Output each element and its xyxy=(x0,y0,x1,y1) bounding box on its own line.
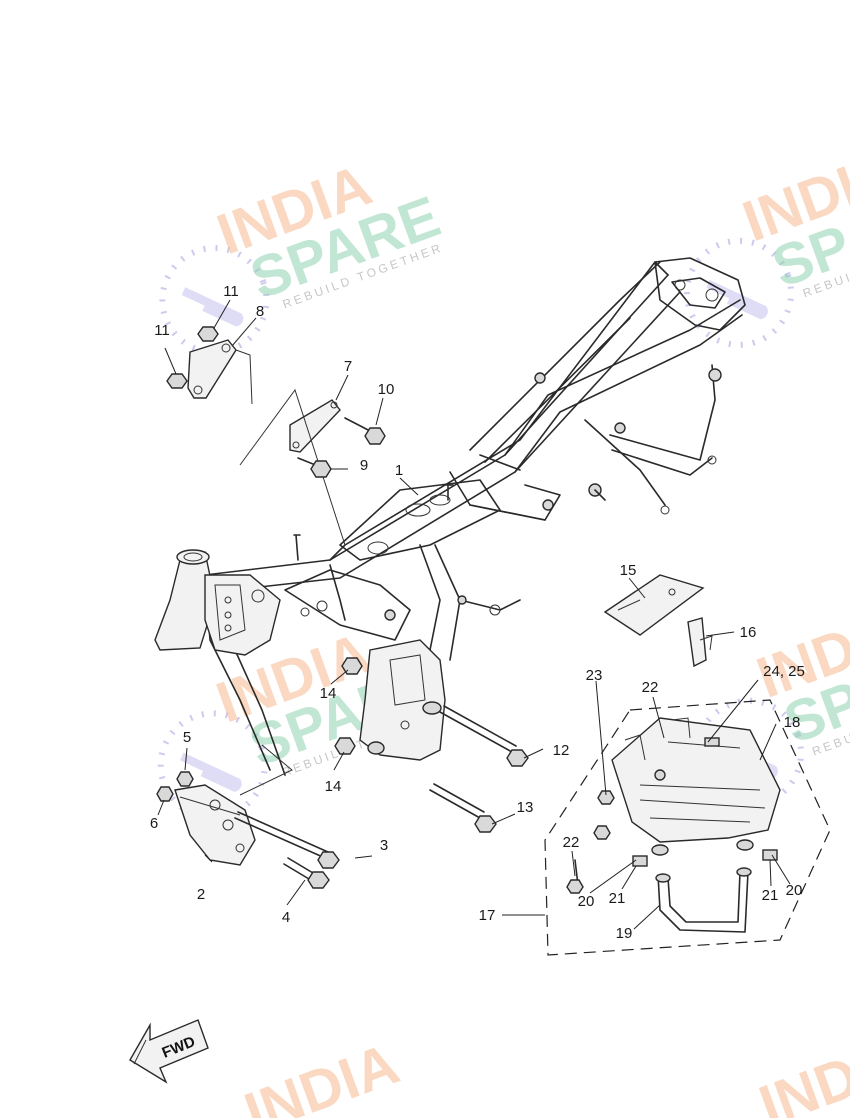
callout-10: 10 xyxy=(378,381,395,398)
bracket-7 xyxy=(239,388,346,546)
bolt-3 xyxy=(234,811,340,869)
callout-13: 13 xyxy=(517,799,534,816)
callout-4: 4 xyxy=(282,909,290,926)
callout-5: 5 xyxy=(183,729,191,746)
callout-18: 18 xyxy=(784,714,801,731)
callout-11a: 11 xyxy=(223,283,239,300)
callout-20b: 20 xyxy=(786,882,803,899)
callout-16: 16 xyxy=(740,624,757,641)
nut-6 xyxy=(156,786,174,802)
callout-2: 2 xyxy=(197,886,205,903)
callout-19: 19 xyxy=(616,925,633,942)
callout-1: 1 xyxy=(395,462,403,479)
bolt-4 xyxy=(283,857,330,889)
bolt-10 xyxy=(344,417,386,445)
clip-16 xyxy=(687,617,713,668)
engine-bracket xyxy=(174,744,293,866)
callout-15: 15 xyxy=(620,562,637,579)
bracket-8 xyxy=(187,339,253,405)
nut-11b xyxy=(166,373,188,389)
callout-8: 8 xyxy=(256,303,264,320)
watermark-top-right: INDIA SPARE REBUILD TOGETHER xyxy=(684,139,850,348)
callout-11b: 11 xyxy=(154,322,170,339)
callout-22a: 22 xyxy=(563,834,580,851)
nut-5 xyxy=(176,771,194,787)
callout-23: 23 xyxy=(586,667,603,684)
callouts: 1 2 3 4 5 6 7 8 9 10 11 11 12 13 14 14 1… xyxy=(150,283,805,942)
callout-7: 7 xyxy=(344,358,352,375)
callout-21a: 21 xyxy=(609,890,626,907)
bolt-12 xyxy=(439,705,529,767)
leader-lines xyxy=(157,299,791,930)
callout-22b: 22 xyxy=(642,679,659,696)
callout-3: 3 xyxy=(380,837,388,854)
fwd-arrow-icon: FWD xyxy=(129,1019,209,1084)
bolt-9 xyxy=(297,457,332,478)
bolt-13 xyxy=(429,783,497,833)
watermark-india: INDIA xyxy=(751,1024,850,1118)
callout-14b: 14 xyxy=(325,778,342,795)
side-cover-assembly xyxy=(544,699,831,956)
callout-6: 6 xyxy=(150,815,158,832)
callout-14a: 14 xyxy=(320,685,337,702)
nut-11a xyxy=(197,326,219,342)
callout-12: 12 xyxy=(553,742,570,759)
callout-20a: 20 xyxy=(578,893,595,910)
callout-21b: 21 xyxy=(762,887,779,904)
nut-14b xyxy=(334,737,356,755)
callout-24-25: 24, 25 xyxy=(763,663,805,680)
watermark-bottom-right: INDIA xyxy=(751,1024,850,1118)
watermark-bottom-center: INDIA xyxy=(236,1031,407,1118)
watermark-top-left: INDIA SPARE REBUILD TOGETHER xyxy=(159,152,448,356)
main-frame xyxy=(154,257,746,776)
callout-17: 17 xyxy=(479,907,496,924)
callout-9: 9 xyxy=(360,457,368,474)
nut-14a xyxy=(341,657,363,675)
watermark-india: INDIA xyxy=(236,1031,407,1118)
plate-15 xyxy=(603,574,705,636)
